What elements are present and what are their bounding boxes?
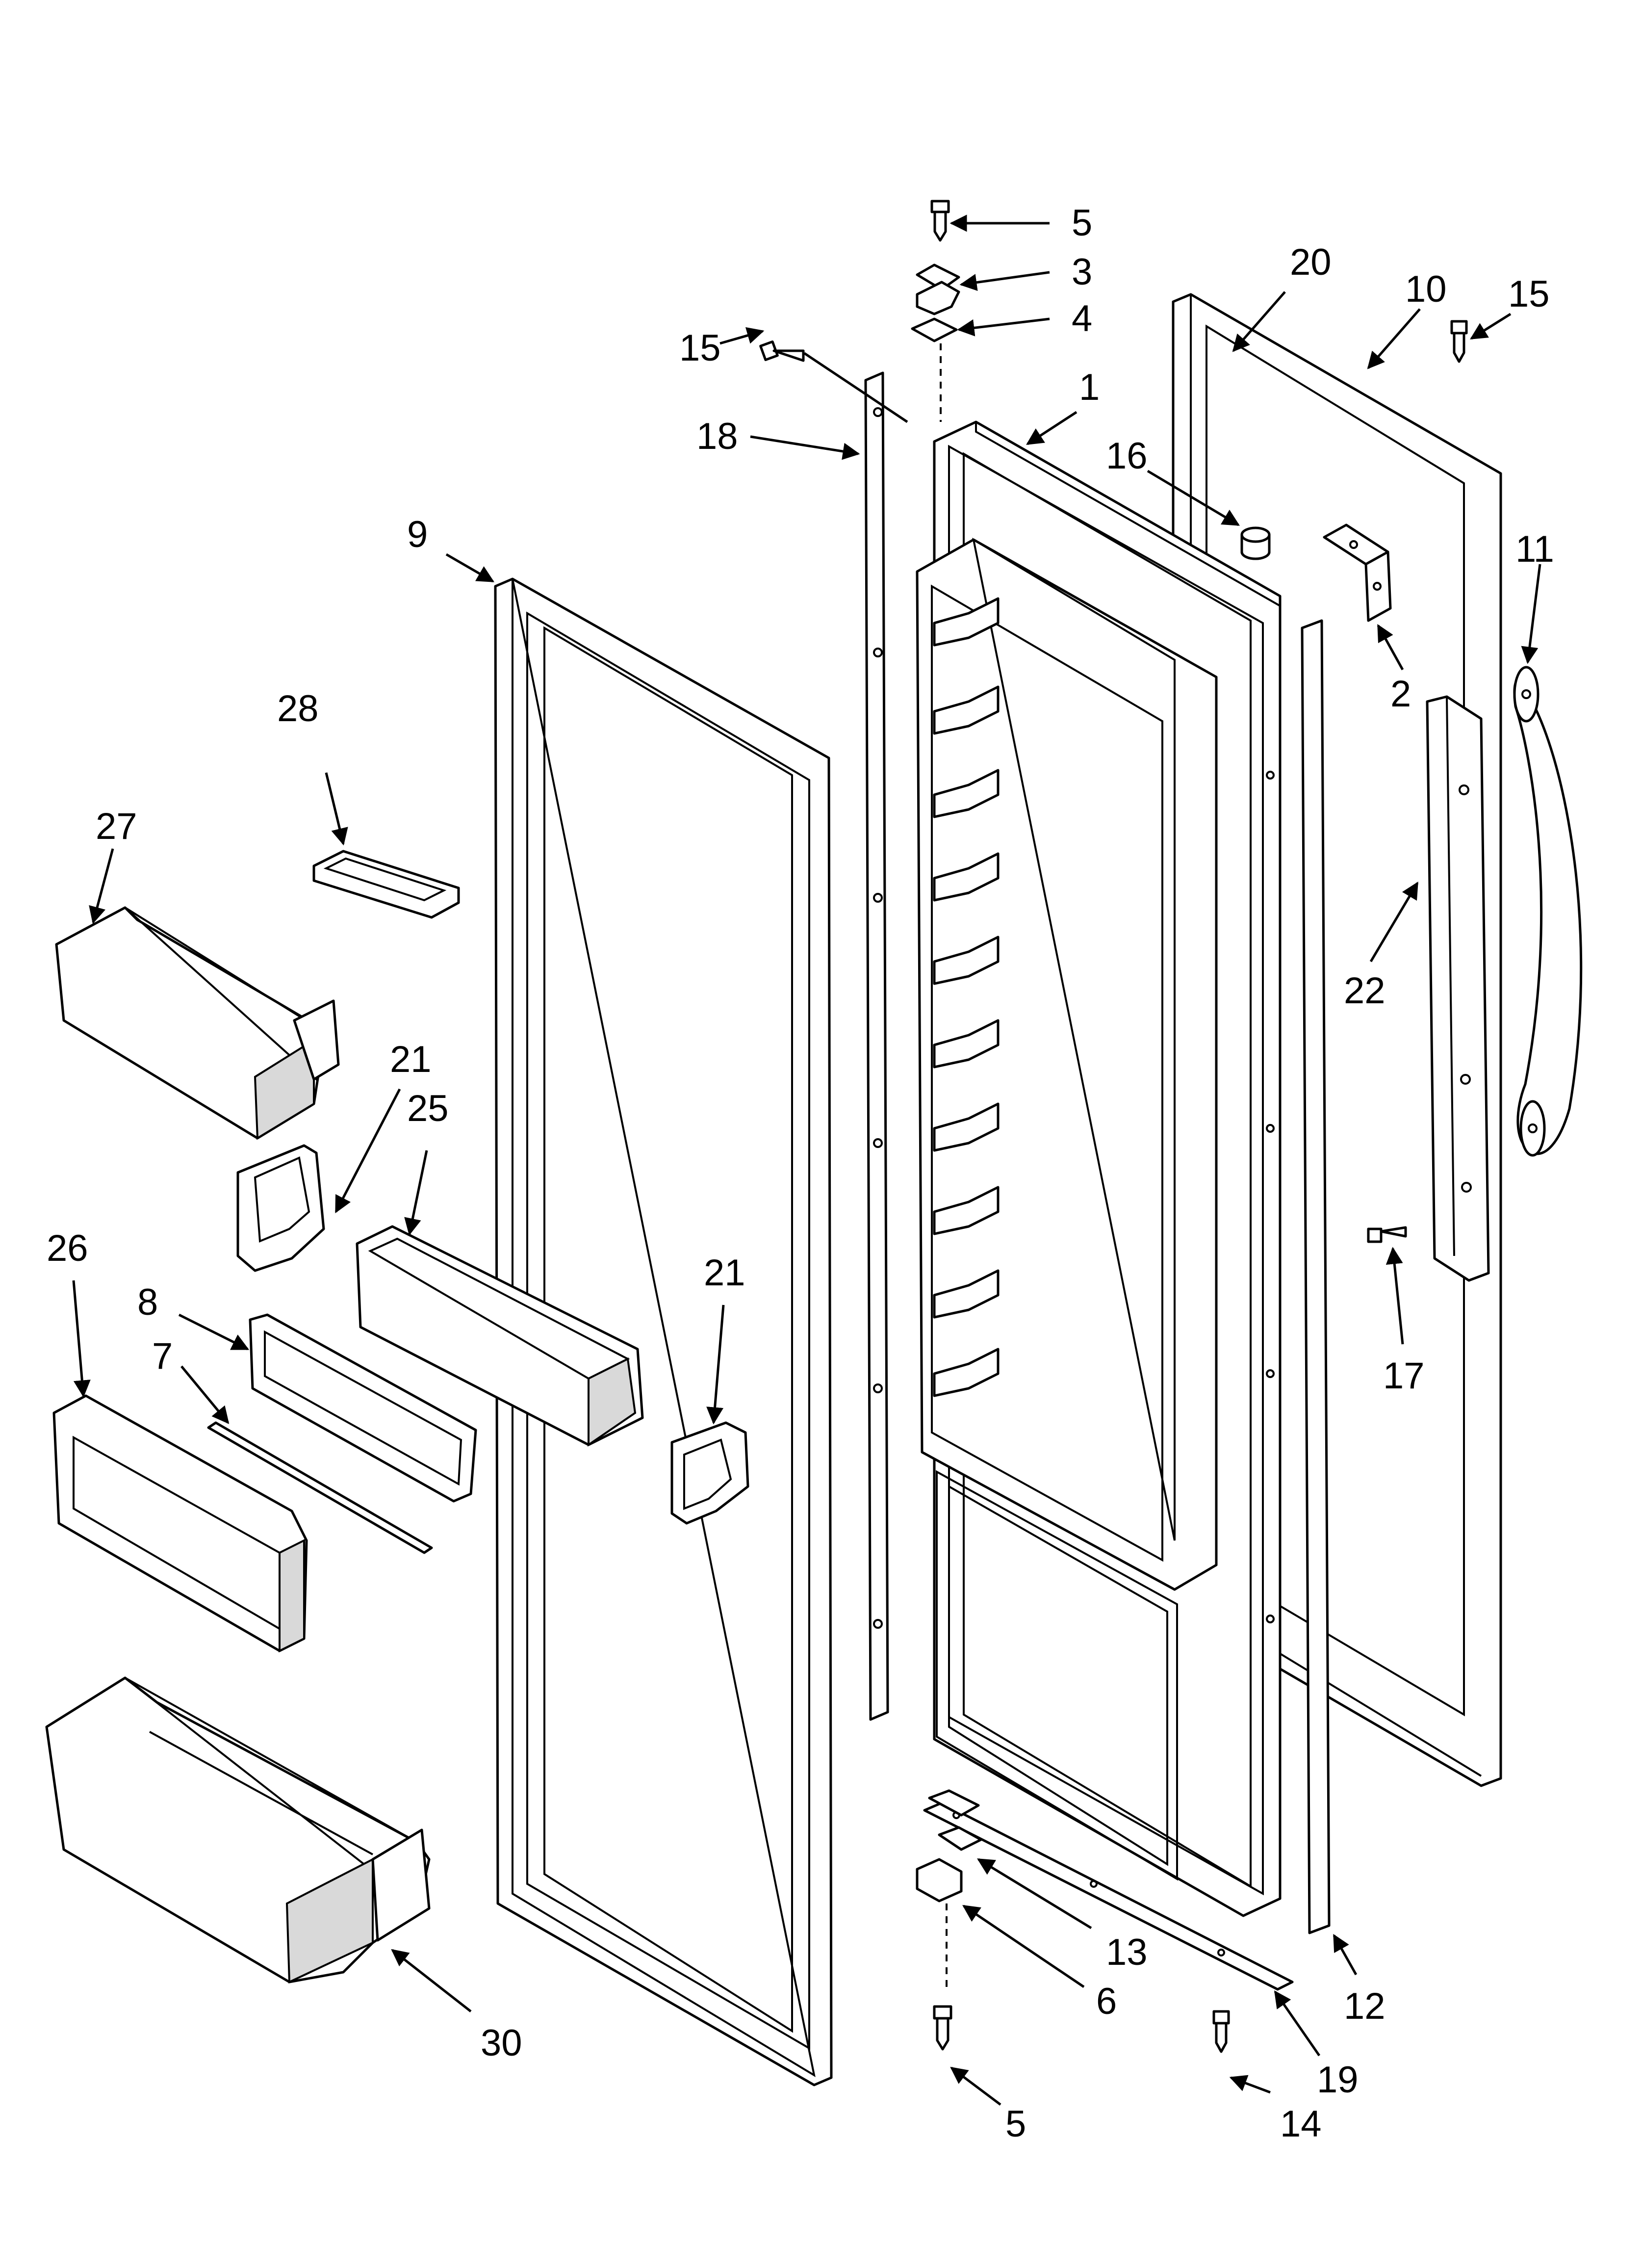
callout-16: 16 (1106, 435, 1148, 477)
inner-door-liner (916, 420, 1282, 1917)
shelf-hooks (933, 597, 1000, 1397)
seal-strip (207, 1421, 433, 1554)
callout-25: 25 (407, 1088, 449, 1129)
screw-5-bottom (933, 2005, 952, 2051)
callout-labels: 5 3 4 20 10 15 15 18 1 16 11 9 2 28 27 2… (47, 202, 1554, 2145)
bin-end-cap-left (236, 1144, 325, 1272)
callout-10: 10 (1405, 268, 1447, 310)
callout-1: 1 (1079, 366, 1100, 408)
callout-18: 18 (696, 416, 738, 457)
callout-13: 13 (1106, 1931, 1148, 1973)
callout-19: 19 (1317, 2059, 1359, 2101)
door-bin-lower (45, 1676, 431, 1984)
callout-6: 6 (1096, 1981, 1117, 2022)
upper-hinge (911, 263, 960, 422)
door-handle (1513, 666, 1583, 1157)
hinge-bracket (1323, 523, 1392, 622)
door-bin-upper (55, 906, 340, 1140)
callout-30: 30 (481, 2022, 522, 2064)
dairy-drawer-frame (356, 1225, 644, 1447)
screw-17 (1367, 1226, 1407, 1243)
callout-21-right: 21 (704, 1252, 745, 1294)
handle-mounting-bracket (1426, 695, 1490, 1282)
callout-7: 7 (152, 1335, 173, 1377)
dairy-drawer-door (52, 1394, 308, 1653)
door-side-trim-strip-left (864, 371, 889, 1721)
callout-8: 8 (137, 1281, 158, 1323)
screw-14 (1212, 2010, 1230, 2053)
screw-15-left (759, 340, 805, 362)
callout-14: 14 (1280, 2103, 1322, 2145)
callout-5-bottom: 5 (1005, 2103, 1026, 2145)
callout-20: 20 (1290, 241, 1332, 283)
lower-hinge (916, 1789, 982, 1992)
callout-2: 2 (1390, 673, 1411, 715)
callout-11: 11 (1515, 528, 1554, 570)
door-gasket (494, 577, 833, 2086)
callout-26: 26 (47, 1227, 88, 1269)
callout-leaders (72, 214, 1541, 2106)
callout-27: 27 (96, 806, 137, 847)
screw-15-right (1450, 320, 1468, 363)
callout-9: 9 (407, 514, 428, 555)
callout-28: 28 (277, 688, 319, 730)
drawer-gasket-frame (249, 1313, 477, 1503)
callout-17: 17 (1383, 1355, 1425, 1397)
callout-5-top: 5 (1072, 202, 1092, 244)
screw-5-top (930, 200, 950, 242)
callout-22: 22 (1344, 970, 1385, 1012)
callout-12: 12 (1344, 1985, 1385, 2027)
bin-end-cap-right (670, 1421, 749, 1525)
door-side-trim-strip-right (1301, 619, 1331, 1934)
callout-15-left: 15 (679, 327, 721, 369)
hinge-hole-plug (1240, 526, 1271, 560)
bottom-trim-strip (923, 1801, 1294, 1991)
small-storage-tray (312, 850, 460, 919)
callout-4: 4 (1072, 298, 1092, 339)
callout-3: 3 (1072, 251, 1092, 293)
callout-21-left: 21 (390, 1039, 432, 1080)
callout-15-right: 15 (1508, 273, 1550, 315)
